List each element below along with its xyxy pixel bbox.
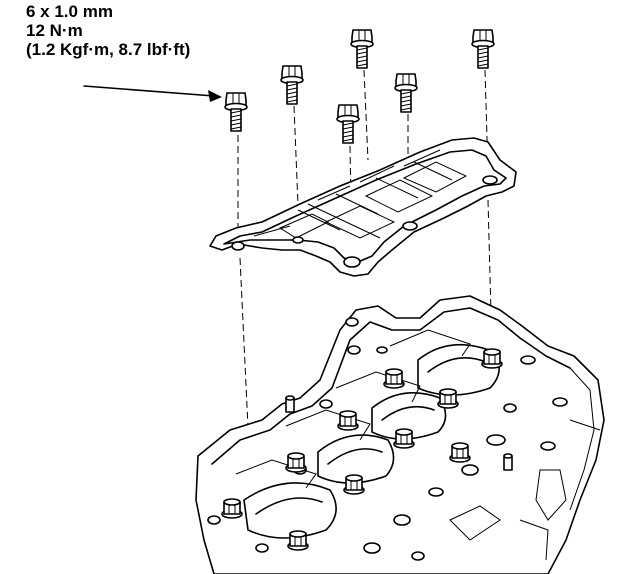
bolt-2: [280, 65, 304, 105]
block-bolt-10: [449, 442, 471, 463]
bolt-1: [224, 92, 248, 132]
torque-nm: 12 N·m: [26, 21, 83, 40]
bolt-5: [394, 73, 418, 113]
torque-imperial: (1.2 Kgf·m, 8.7 lbf·ft): [26, 40, 191, 59]
block-bolt-7: [343, 474, 365, 495]
block-bolt-2: [383, 368, 405, 389]
callout-arrow: [83, 85, 222, 102]
bolt-3: [336, 104, 360, 144]
torque-spec: 6 x 1.0 mm 12 N·m (1.2 Kgf·m, 8.7 lbf·ft…: [26, 2, 190, 59]
bolt-4: [350, 29, 374, 69]
block-bolt-3: [437, 388, 459, 409]
block-bolt-8: [221, 498, 243, 519]
baffle-plate: [209, 137, 517, 277]
bolt-6: [471, 29, 495, 69]
thread-size: 6 x 1.0 mm: [26, 2, 113, 21]
block-bolt-4: [337, 410, 359, 431]
block-bolt-9: [287, 530, 309, 551]
block-bolt-5: [393, 428, 415, 449]
block-bolt-1: [481, 348, 503, 369]
block-bolt-6: [285, 452, 307, 473]
